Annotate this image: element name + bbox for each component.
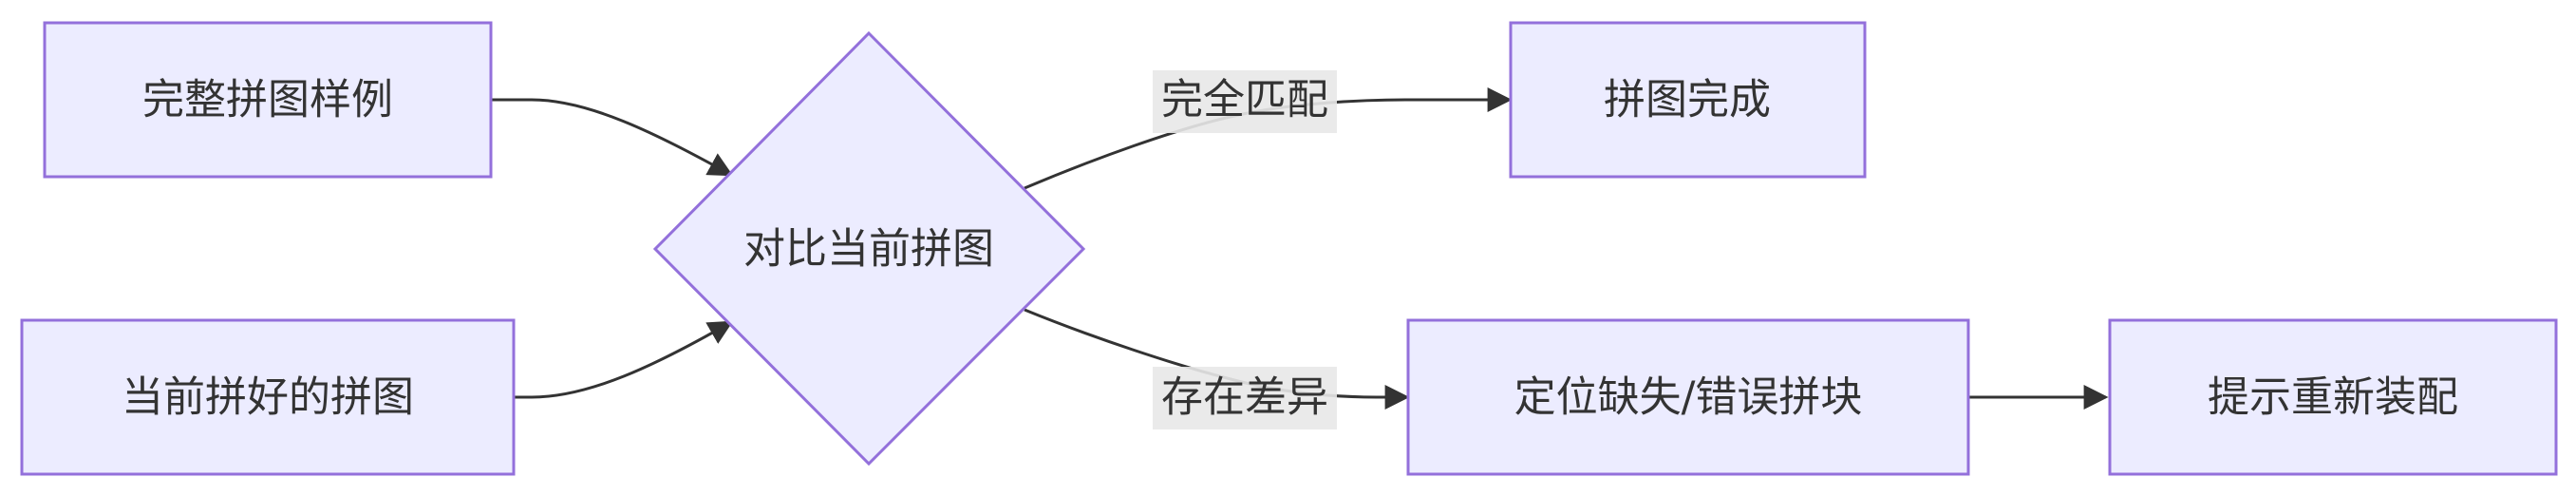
node-hint: 提示重新装配	[2108, 318, 2558, 476]
node-compare: 对比当前拼图	[652, 30, 1086, 467]
node-current: 当前拼好的拼图	[20, 318, 516, 476]
edge-current-to-compare	[514, 320, 734, 399]
node-sample: 完整拼图样例	[43, 21, 493, 179]
edge-sample-to-compare	[491, 98, 734, 177]
node-locate: 定位缺失/错误拼块	[1406, 318, 1970, 476]
edge-label-match-text: 完全匹配	[1161, 76, 1328, 124]
node-compare-label: 对比当前拼图	[743, 225, 994, 274]
node-locate-label: 定位缺失/错误拼块	[1514, 373, 1863, 422]
node-hint-label: 提示重新装配	[2208, 373, 2458, 422]
node-done: 拼图完成	[1509, 21, 1867, 179]
edge-label-match: 完全匹配	[1153, 70, 1337, 133]
node-current-label: 当前拼好的拼图	[122, 373, 414, 422]
edge-label-diff-text: 存在差异	[1161, 373, 1328, 422]
node-sample-label: 完整拼图样例	[142, 76, 393, 124]
edge-label-diff: 存在差异	[1153, 367, 1337, 429]
node-done-label: 拼图完成	[1604, 76, 1771, 124]
